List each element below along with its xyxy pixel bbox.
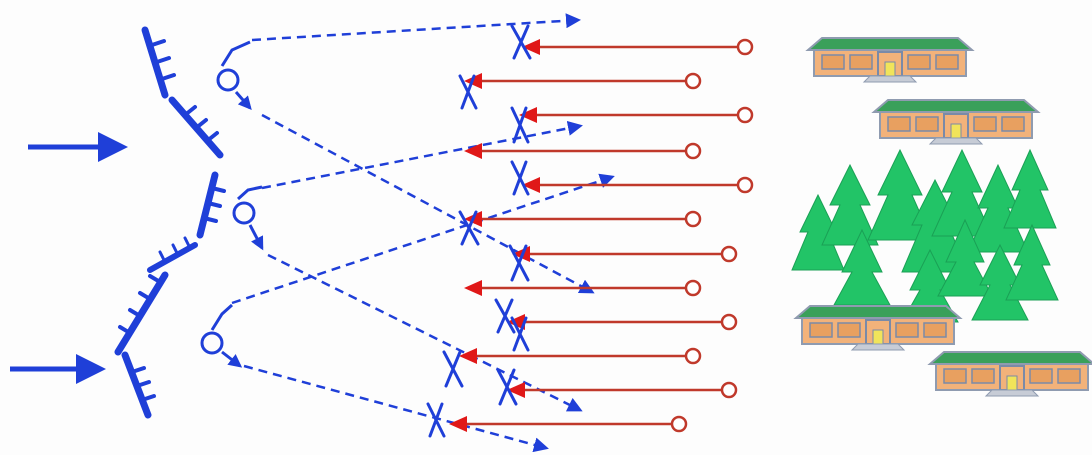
dashed-arrow-icon <box>243 364 549 453</box>
red-line-with-circle-icon <box>522 38 754 56</box>
x-mark-icon <box>510 24 532 60</box>
dashed-arrow-icon <box>231 173 615 305</box>
dashed-arrow-icon <box>251 13 581 42</box>
entrenched-position-icon <box>114 271 169 356</box>
friendly-advance-arrows <box>10 132 128 384</box>
red-line-with-circle-icon <box>449 415 688 433</box>
red-line-with-circle-icon <box>507 313 738 331</box>
building-icon <box>929 351 1092 397</box>
tree-icon <box>1003 148 1057 229</box>
tree-icon <box>937 218 993 297</box>
x-mark-icon <box>442 350 464 388</box>
kill-marks <box>426 24 532 438</box>
tree-icon <box>1005 223 1059 301</box>
red-line-with-circle-icon <box>464 279 702 297</box>
village <box>795 37 1092 397</box>
entrenched-position-icon <box>196 171 226 239</box>
x-mark-icon <box>458 210 480 246</box>
building-icon <box>873 99 1039 145</box>
observation-posts <box>200 40 264 368</box>
x-mark-icon <box>510 106 530 144</box>
forest <box>791 148 1059 323</box>
entrenched-position-icon <box>121 351 156 419</box>
red-line-with-circle-icon <box>519 106 754 124</box>
red-line-with-circle-icon <box>464 210 702 228</box>
x-mark-icon <box>426 402 446 438</box>
x-mark-icon <box>510 160 530 196</box>
entrenched-position-icon <box>168 96 224 159</box>
observation-post-icon <box>200 303 243 368</box>
tree-icon <box>821 163 879 246</box>
building-icon <box>805 37 975 83</box>
observation-post-icon <box>216 40 252 111</box>
entrenched-position-icon <box>141 26 176 99</box>
x-mark-icon <box>458 74 478 110</box>
dashed-arrow-icon <box>267 253 583 412</box>
x-mark-icon <box>496 368 518 406</box>
red-line-with-circle-icon <box>522 176 754 194</box>
red-line-with-circle-icon <box>507 381 738 399</box>
red-line-with-circle-icon <box>464 142 702 160</box>
red-line-with-circle-icon <box>512 245 738 263</box>
observation-post-icon <box>232 185 264 251</box>
red-line-with-circle-icon <box>459 347 702 365</box>
trench-lines <box>114 26 226 419</box>
dashed-arrow-icon <box>261 113 595 294</box>
building-icon <box>795 305 961 351</box>
entrenched-position-icon <box>147 236 198 273</box>
fire-paths <box>231 13 615 453</box>
x-mark-icon <box>510 316 530 352</box>
x-mark-icon <box>508 244 530 282</box>
red-line-with-circle-icon <box>464 72 702 90</box>
x-mark-icon <box>494 298 516 334</box>
enemy-fire-lines <box>449 38 754 433</box>
dashed-arrow-icon <box>261 120 583 190</box>
